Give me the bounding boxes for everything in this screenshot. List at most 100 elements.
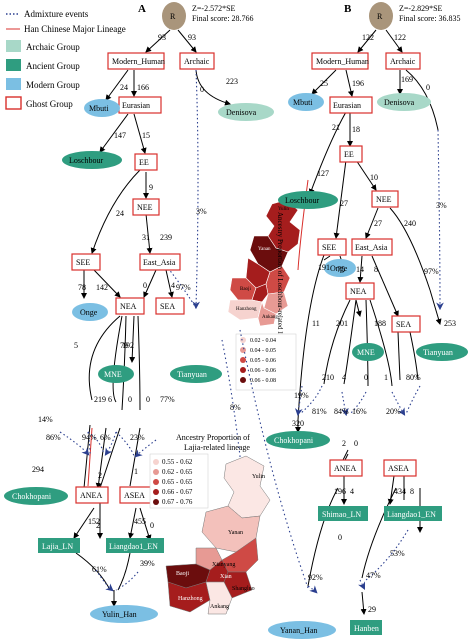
b-edge-label: 210 xyxy=(322,373,334,382)
b-percent-label: 3% xyxy=(436,201,447,210)
b-node-shimao: Shimao_LN xyxy=(322,510,361,519)
a-percent-label: 3% xyxy=(196,207,207,216)
a-edge-label: 0 xyxy=(146,395,150,404)
a-edge-label: 294 xyxy=(32,465,44,474)
a-node-tianyuan: Tianyuan xyxy=(177,370,207,379)
panel-a-leaf-nodes: Mbuti Denisova Loschbour Onge MNE Tianyu… xyxy=(4,99,274,623)
panel-a-ghost-nodes: Modern_Human Archaic Eurasian EE NEE SEE… xyxy=(71,52,215,504)
a-node-lajia: Lajia_LN xyxy=(42,542,73,551)
map1-legend-item: 0.02 - 0.04 xyxy=(250,338,276,344)
panel-a-edge-labels: 93 93 24 166 0 223 147 15 24 9 31 239 78… xyxy=(32,33,238,530)
b-node-liangdao: Liangdao1_EN xyxy=(387,510,436,519)
map2-place-label: Yanan xyxy=(228,530,243,536)
a-edge-label: 79 xyxy=(120,341,128,350)
panel-b-admix-edges xyxy=(239,129,444,594)
modern-swatch xyxy=(6,78,21,90)
a-edge-label: 2 xyxy=(96,521,100,530)
map1-region-xian xyxy=(251,283,269,303)
map1-title: Ancestry Proportion of Loschbour-related… xyxy=(276,212,284,351)
panel-a-root xyxy=(162,2,186,30)
b-percent-label: 92% xyxy=(308,573,323,582)
a-percent-label: 39% xyxy=(140,559,155,568)
a-edge-label: 93 xyxy=(188,33,196,42)
a-edge-label: 147 xyxy=(114,131,126,140)
a-node-ee: EE xyxy=(139,158,149,167)
map2-place-label: Shangluo xyxy=(232,586,255,592)
b-node-onge: Onge xyxy=(330,264,348,273)
b-edge-label: 27 xyxy=(374,219,382,228)
b-edge-label: 0 xyxy=(354,439,358,448)
b-edge-label: 0 xyxy=(426,83,430,92)
b-edge-label: 0 xyxy=(364,373,368,382)
map2-legend-item: 0.55 - 0.62 xyxy=(162,458,193,466)
b-percent-label: 53% xyxy=(390,549,405,558)
map2-place-labels: Yulin Yanan Xianyang Xian Baoji Hanzhong… xyxy=(176,474,265,610)
ghost-swatch xyxy=(5,96,22,110)
map-loschbour: Ancestry Proportion of Loschbour-related… xyxy=(227,199,301,391)
map1-legend: 0.02 - 0.04 0.04 - 0.05 0.05 - 0.06 0.06… xyxy=(235,333,297,391)
a-edge-label: 24 xyxy=(116,209,124,218)
a-edge-label: 223 xyxy=(226,77,238,86)
panel-b-ghost-nodes: Modern_Human Archaic Eurasian EE NEE SEE… xyxy=(311,52,421,477)
a-node-yulin: Yulin_Han xyxy=(102,610,137,619)
b-edge-label: 169 xyxy=(401,75,413,84)
a-edge-label: 4 xyxy=(171,281,175,290)
a-edge-label: 455 xyxy=(134,517,146,526)
b-node-modern-human: Modern_Human xyxy=(316,57,369,66)
map2-place-label: Hanzhong xyxy=(178,596,203,602)
a-node-nea: NEA xyxy=(120,302,137,311)
a-node-see: SEE xyxy=(76,258,90,267)
b-edge-label: 127 xyxy=(317,169,329,178)
b-percent-label: 84% xyxy=(334,407,349,416)
a-node-modern-human: Modern_Human xyxy=(112,57,165,66)
b-node-hanben: Hanben xyxy=(354,624,379,633)
a-edge-label: 152 xyxy=(88,517,100,526)
panel-b-percent-labels: 3% 97% 19% 81% 84% 16% 20% 80% 92% 47% 5… xyxy=(294,201,447,582)
panel-b: B R Z=-2.829*SE Final score: 36.835 xyxy=(239,2,468,639)
a-edge-label: 166 xyxy=(137,83,149,92)
map1-region-ankang xyxy=(257,300,277,327)
map2-place-label: Ankang xyxy=(210,604,229,610)
a-edge-label: 9 xyxy=(149,183,153,192)
b-edge-label: 196 xyxy=(334,487,346,496)
b-node-tianyuan: Tianyuan xyxy=(423,348,453,357)
b-edge-label: 2 xyxy=(342,439,346,448)
b-edge-label: 122 xyxy=(362,33,374,42)
a-percent-label: 23% xyxy=(130,433,145,442)
map1-region-yulin xyxy=(265,199,301,253)
b-edge-label: 240 xyxy=(404,219,416,228)
map2-title-2: Lajia-related lineage xyxy=(184,443,250,452)
b-edge-label: 122 xyxy=(394,33,406,42)
b-percent-label: 97% xyxy=(424,267,439,276)
b-edge-label: 320 xyxy=(292,419,304,428)
legend-ancient-label: Ancient Group xyxy=(26,61,80,71)
panel-b-z: Z=-2.829*SE xyxy=(399,4,443,13)
a-node-denisova: Denisova xyxy=(226,108,257,117)
a-node-east-asia: East_Asia xyxy=(143,258,176,267)
b-edge-label: 0 xyxy=(338,533,342,542)
legend-ghost-label: Ghost Group xyxy=(26,99,73,109)
panel-b-letter: B xyxy=(344,3,352,15)
b-percent-label: 47% xyxy=(366,571,381,580)
a-percent-label: 14% xyxy=(38,415,53,424)
b-node-eurasian: Eurasian xyxy=(333,101,361,110)
panel-a-letter: A xyxy=(138,3,146,15)
map1-legend-item: 0.06 - 0.08 xyxy=(250,378,276,384)
legend-modern-label: Modern Group xyxy=(26,80,80,90)
b-edge-label: 188 xyxy=(374,319,386,328)
a-edge-label: 0 xyxy=(150,521,154,530)
map2-place-label: Yulin xyxy=(252,474,265,480)
map2-place-label: Xianyang xyxy=(212,562,235,568)
a-edge-label: 0 xyxy=(143,281,147,290)
b-node-denisova: Denisova xyxy=(384,98,415,107)
a-node-chokhopani: Chokhopani xyxy=(12,492,52,501)
map2-legend-item: 0.67 - 0.76 xyxy=(162,498,193,506)
b-node-loschbour: Loschbour xyxy=(285,196,320,205)
a-edge-label: 142 xyxy=(96,283,108,292)
a-edge-label: 31 xyxy=(142,233,150,242)
panel-b-root xyxy=(369,2,393,30)
b-edge-label: 18 xyxy=(352,125,360,134)
map-lajia: Ancestry Proportion of Lajia-related lin… xyxy=(149,433,271,615)
b-edge-label: 14 xyxy=(356,265,364,274)
panel-a: A R Z=-2.572*SE Final score: 28.766 xyxy=(4,2,274,623)
